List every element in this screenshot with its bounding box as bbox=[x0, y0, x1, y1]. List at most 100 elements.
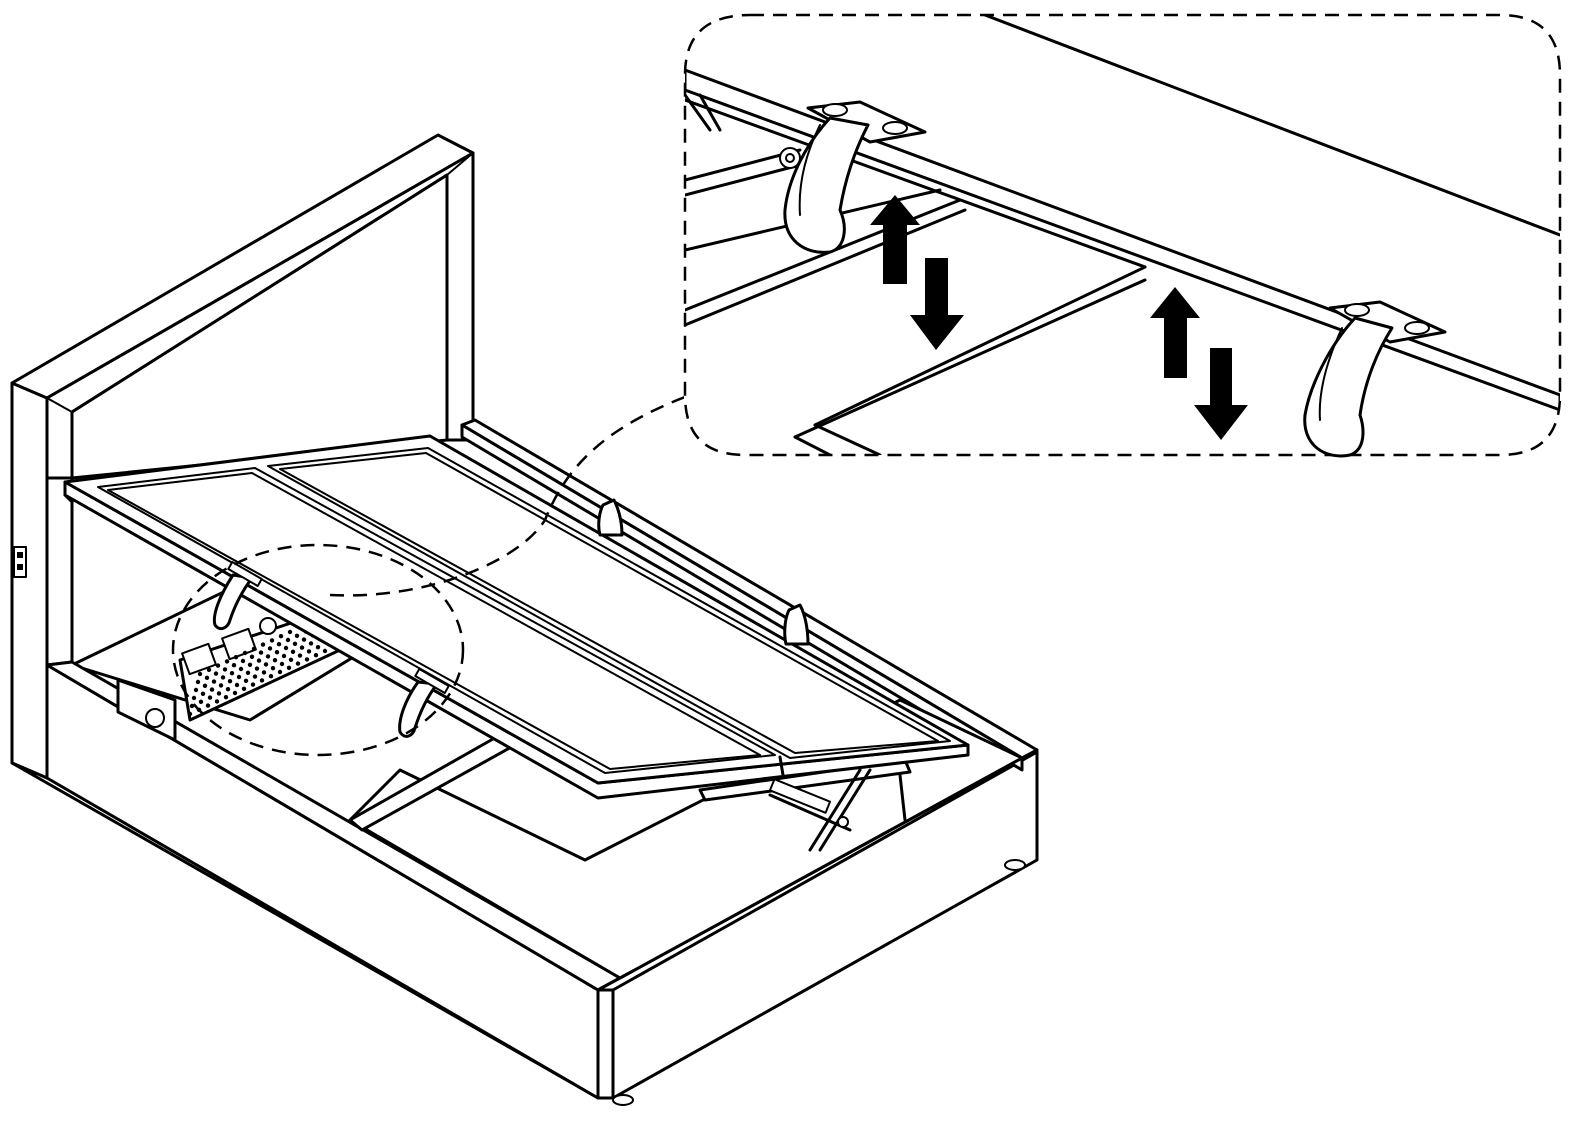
vent-dot bbox=[274, 650, 280, 655]
strap-loop-1 bbox=[783, 116, 870, 254]
vent-dot bbox=[288, 657, 294, 662]
vent-dot bbox=[240, 658, 246, 664]
vent-dot bbox=[236, 674, 242, 680]
pull-strap-icon bbox=[783, 100, 927, 254]
vent-dot bbox=[283, 645, 289, 651]
strap-left-back bbox=[398, 680, 439, 738]
power-socket-icon bbox=[221, 627, 257, 661]
down-arrow-icon bbox=[1194, 348, 1248, 440]
vent-dot bbox=[258, 650, 264, 655]
vent-dot bbox=[231, 663, 237, 668]
vent-dot bbox=[295, 661, 301, 666]
vent-dot bbox=[211, 679, 217, 684]
vent-dot bbox=[259, 678, 265, 683]
foot-front bbox=[612, 1094, 634, 1106]
vent-dot bbox=[256, 658, 262, 663]
vent-dot bbox=[287, 629, 293, 635]
vent-dot bbox=[220, 675, 226, 680]
vent-dot bbox=[242, 650, 248, 656]
headboard-side-panel bbox=[10, 381, 49, 780]
vent-dot bbox=[213, 671, 219, 676]
vent-dot bbox=[200, 691, 206, 696]
vent-dot bbox=[267, 646, 273, 651]
vent-dot bbox=[254, 666, 260, 671]
vent-dot bbox=[241, 686, 247, 691]
vent-dot bbox=[223, 695, 229, 700]
vent-dot bbox=[269, 638, 275, 643]
vent-dot bbox=[224, 659, 230, 664]
vent-dot bbox=[286, 665, 292, 670]
vent-dot bbox=[232, 690, 238, 696]
pull-strap-icon bbox=[1303, 300, 1447, 458]
vent-dot bbox=[229, 671, 235, 676]
vent-dot bbox=[191, 695, 197, 701]
vent-grille bbox=[187, 629, 332, 717]
vent-dot bbox=[247, 662, 253, 667]
callout-dashed-border bbox=[683, 13, 1562, 457]
bed-base bbox=[10, 418, 1039, 1106]
vent-dot bbox=[243, 678, 249, 683]
power-socket-module bbox=[116, 617, 342, 742]
vent-dot bbox=[245, 670, 251, 675]
strap-right-back bbox=[783, 603, 810, 646]
vent-dot bbox=[187, 711, 193, 717]
headboard bbox=[10, 133, 475, 780]
callout-platform-edge bbox=[685, 68, 1560, 412]
zoom-source-ellipse bbox=[171, 543, 465, 757]
up-arrow-icon bbox=[870, 195, 920, 284]
vent-dot bbox=[238, 666, 244, 672]
vent-dot bbox=[216, 691, 222, 696]
vent-dot bbox=[270, 666, 276, 671]
vent-dot bbox=[278, 634, 284, 639]
vent-dot bbox=[202, 683, 208, 688]
vent-dot bbox=[299, 645, 305, 650]
vent-dot bbox=[195, 679, 201, 685]
vent-dot bbox=[276, 642, 282, 647]
zoom-connector-line bbox=[329, 395, 686, 597]
vent-dot bbox=[301, 637, 307, 642]
strap-loop-2 bbox=[1303, 316, 1394, 458]
vent-dot bbox=[251, 646, 257, 651]
foot-right bbox=[1004, 859, 1026, 871]
strap-left-front bbox=[212, 573, 254, 631]
vent-dot bbox=[260, 642, 266, 647]
platform-board-right bbox=[267, 447, 951, 759]
down-arrow-icon bbox=[910, 258, 964, 350]
vent-dot bbox=[308, 641, 314, 646]
vent-dot bbox=[206, 667, 212, 672]
headboard-inner-panel bbox=[70, 173, 449, 480]
vent-dot bbox=[209, 687, 215, 692]
vent-dot bbox=[268, 674, 274, 679]
vent-dot bbox=[193, 687, 199, 693]
vent-dot bbox=[304, 657, 310, 662]
strap-right-front bbox=[597, 498, 624, 537]
vent-dot bbox=[277, 669, 283, 675]
vent-dot bbox=[306, 649, 312, 654]
up-arrow-icon bbox=[1150, 287, 1200, 378]
usb-port-icon bbox=[13, 546, 27, 578]
vent-dot bbox=[250, 682, 256, 687]
vent-dot bbox=[272, 658, 278, 663]
zoom-indicator bbox=[171, 395, 686, 757]
vent-dot bbox=[207, 695, 213, 700]
vent-dot bbox=[252, 674, 258, 679]
vent-dot bbox=[222, 667, 228, 672]
power-socket-icon bbox=[181, 642, 217, 676]
vent-dot bbox=[261, 670, 267, 675]
vent-dot bbox=[204, 675, 210, 680]
vent-dot bbox=[218, 683, 224, 688]
vent-dot bbox=[197, 671, 203, 677]
vent-dot bbox=[214, 699, 220, 704]
vent-dot bbox=[279, 661, 285, 667]
vent-dot bbox=[234, 682, 240, 688]
vent-dot bbox=[215, 663, 221, 668]
vent-dot bbox=[292, 641, 298, 646]
vent-dot bbox=[322, 648, 328, 654]
vent-dot bbox=[227, 679, 233, 684]
vent-dot bbox=[263, 662, 269, 667]
vent-dot bbox=[297, 653, 303, 658]
vent-dot bbox=[205, 703, 211, 708]
vent-dot bbox=[225, 687, 231, 692]
